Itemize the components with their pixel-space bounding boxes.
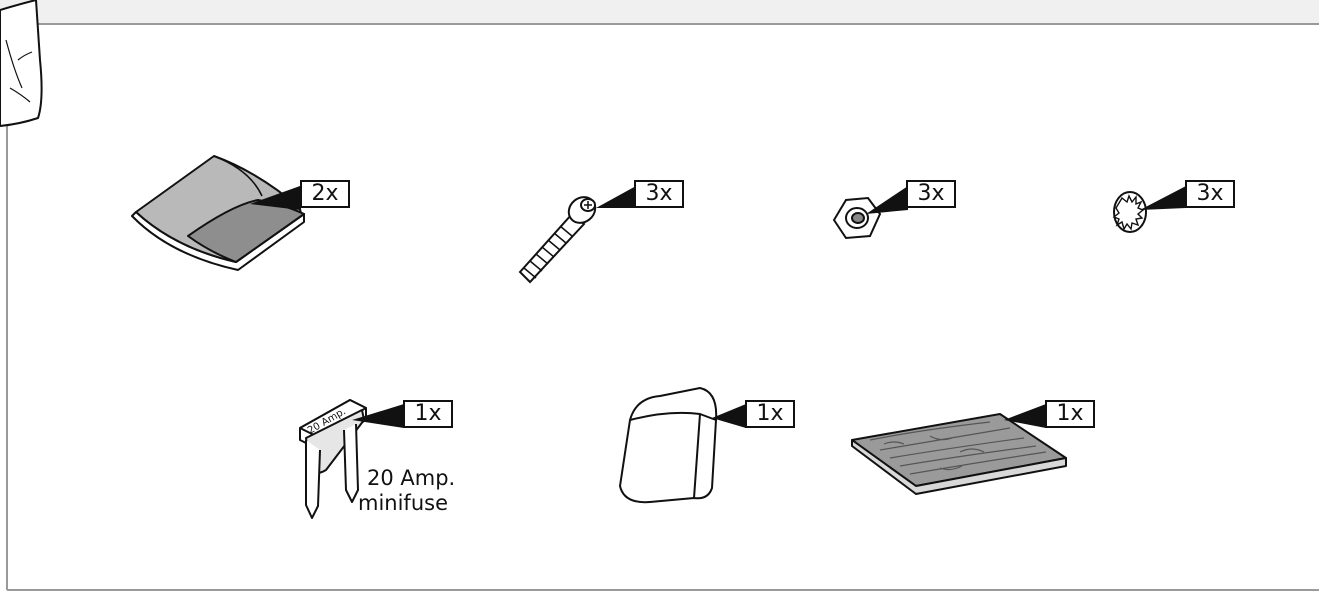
minifuse-caption-line1: 20 Amp. — [367, 466, 456, 490]
callout-screw — [596, 186, 636, 208]
hex-nut-icon — [832, 196, 882, 240]
callout-hex-nut — [866, 186, 908, 214]
callout-lock-washer — [1140, 186, 1186, 210]
qty-minifuse: 1x — [403, 400, 453, 428]
screw-icon — [518, 196, 597, 284]
header-band — [0, 0, 1319, 24]
callout-adhesive-pad — [250, 186, 300, 210]
callout-minifuse — [352, 404, 404, 428]
felt-pad-icon — [851, 413, 1067, 495]
lock-washer-icon — [1112, 191, 1147, 233]
qty-felt-pad: 1x — [1045, 400, 1095, 428]
qty-cap: 1x — [745, 400, 795, 428]
adhesive-pad-icon — [131, 155, 305, 271]
qty-screw: 3x — [634, 180, 684, 208]
callout-cap — [712, 404, 746, 428]
qty-hex-nut: 3x — [906, 180, 956, 208]
callout-felt-pad — [1004, 404, 1046, 428]
qty-adhesive-pad: 2x — [300, 180, 350, 208]
bag-icon — [0, 0, 43, 128]
qty-lock-washer: 3x — [1185, 180, 1235, 208]
minifuse-caption-line2: minifuse — [358, 491, 448, 515]
cap-icon — [619, 387, 718, 504]
